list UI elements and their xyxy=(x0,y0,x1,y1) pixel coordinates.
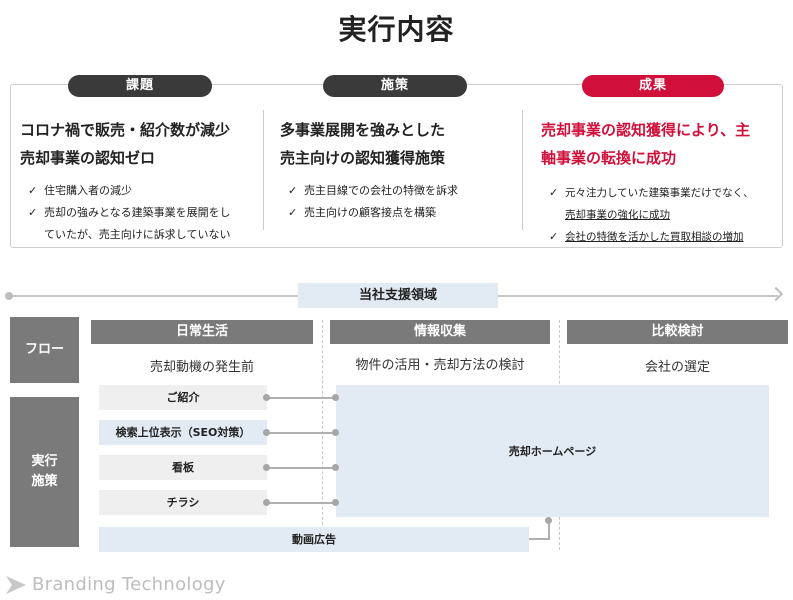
measure-heading-line: 売主向けの認知獲得施策 xyxy=(280,149,446,167)
channel-seo: 検索上位表示（SEO対策） xyxy=(99,420,267,445)
measure-heading: 多事業展開を強みとした 売主向けの認知獲得施策 xyxy=(280,116,516,172)
measure-bullets: 売主目線での会社の特徴を訴求 売主向けの顧客接点を構築 xyxy=(286,180,516,224)
issue-bullets: 住宅購入者の減少 売却の強みとなる建築事業を展開をし ていたが、売主向けに訴求し… xyxy=(26,180,258,246)
issue-label: 課題 xyxy=(68,75,212,97)
stage-daily-life: 日常生活 xyxy=(91,320,313,344)
measure-heading-line: 多事業展開を強みとした xyxy=(280,121,446,139)
stage-separator xyxy=(322,320,323,550)
result-heading-line: 軸事業の転換に成功 xyxy=(541,149,677,167)
channel-referral: ご紹介 xyxy=(99,385,267,410)
connector-line xyxy=(267,432,336,434)
connector-dot xyxy=(263,429,270,436)
stage-comparison: 比較検討 xyxy=(567,320,788,344)
column-divider xyxy=(522,110,523,230)
stage-daily-life-desc: 売却動機の発生前 xyxy=(149,360,254,375)
connector-dot xyxy=(332,464,339,471)
connector-line xyxy=(529,538,549,540)
support-area-label: 当社支援領域 xyxy=(298,283,498,308)
connector-dot xyxy=(263,499,270,506)
measure-bullet: 売主向けの顧客接点を構築 xyxy=(286,202,516,224)
stage-info-gathering-desc: 物件の活用・売却方法の検討 xyxy=(355,358,525,373)
issue-heading-line: 売却事業の認知ゼロ xyxy=(20,149,156,167)
brand-logo-icon xyxy=(6,576,26,594)
result-label: 成果 xyxy=(582,75,724,97)
result-heading-line: 売却事業の認知獲得により、主 xyxy=(541,121,751,139)
result-bullet: 会社の特徴を活かした買取相談の増加 xyxy=(547,226,781,248)
result-bullet: 元々注力していた建築事業だけでなく、 xyxy=(547,182,781,204)
measure-label: 施策 xyxy=(323,75,467,97)
measure-bullet: 売主目線での会社の特徴を訴求 xyxy=(286,180,516,202)
issue-bullet: ていたが、売主向けに訴求していない xyxy=(44,228,231,241)
connector-dot xyxy=(332,499,339,506)
connector-dot xyxy=(263,464,270,471)
page-title: 実行内容 xyxy=(338,13,455,46)
result-bullets: 元々注力していた建築事業だけでなく、 売却事業の強化に成功 会社の特徴を活かした… xyxy=(547,182,781,248)
connector-line xyxy=(267,502,336,504)
channel-video-ad: 動画広告 xyxy=(99,527,529,552)
result-bullet: 売却事業の強化に成功 xyxy=(565,209,670,221)
issue-heading: コロナ禍で販売・紹介数が減少 売却事業の認知ゼロ xyxy=(20,116,260,172)
actions-label: 実行 施策 xyxy=(10,397,79,547)
connector-dot xyxy=(545,517,552,524)
connector-line xyxy=(267,467,336,469)
homepage-box: 売却ホームページ xyxy=(336,385,769,517)
result-heading: 売却事業の認知獲得により、主 軸事業の転換に成功 xyxy=(541,116,777,172)
brand-name: Branding Technology xyxy=(32,574,226,595)
connector-line xyxy=(267,397,336,399)
arrow-right-icon xyxy=(768,286,784,302)
issue-bullet: 住宅購入者の減少 xyxy=(26,180,258,202)
stage-info-gathering: 情報収集 xyxy=(330,320,550,344)
issue-bullet: 売却の強みとなる建築事業を展開をし xyxy=(26,202,258,224)
channel-flyer: チラシ xyxy=(99,490,267,515)
connector-dot xyxy=(263,394,270,401)
stage-comparison-desc: 会社の選定 xyxy=(644,360,710,375)
issue-heading-line: コロナ禍で販売・紹介数が減少 xyxy=(20,121,231,139)
channel-signboard: 看板 xyxy=(99,455,267,480)
timeline-start-dot xyxy=(5,292,13,300)
connector-dot xyxy=(332,394,339,401)
connector-line xyxy=(548,522,550,540)
column-divider xyxy=(263,110,264,230)
connector-dot xyxy=(332,429,339,436)
flow-label: フロー xyxy=(10,317,79,383)
